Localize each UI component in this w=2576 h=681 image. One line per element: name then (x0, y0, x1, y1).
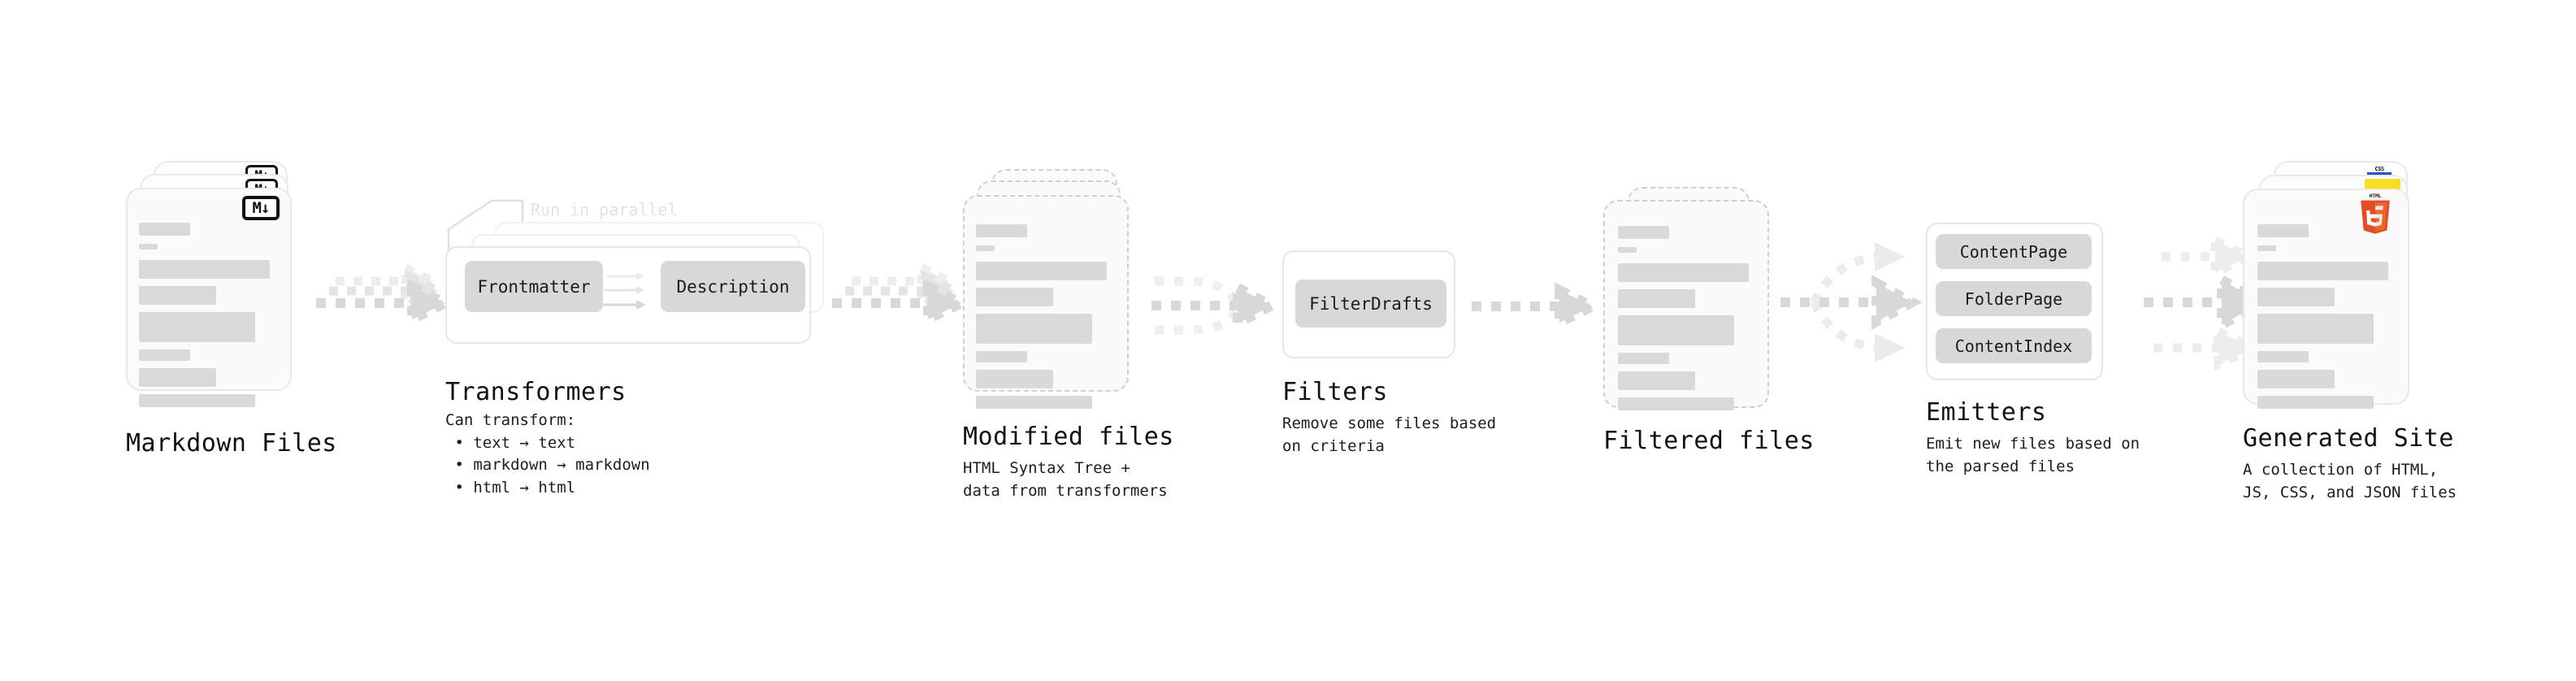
skeleton-bar (2257, 314, 2374, 344)
stage-filters: FilterDrafts (1282, 250, 1457, 364)
skeleton-bar (1618, 289, 1695, 308)
conn-modified-to-filters (1142, 244, 1284, 354)
skeleton-bar (139, 394, 255, 407)
skeleton-bar (976, 288, 1053, 306)
html5-icon-text: HTML (2370, 193, 2382, 199)
transformers-description: Can transform: • text → text • markdown … (445, 411, 650, 497)
skeleton-bar (2257, 262, 2388, 280)
skeleton-bar (976, 224, 1027, 237)
chip-filterdrafts[interactable]: FilterDrafts (1295, 280, 1446, 327)
markdown-icon: M↓ (242, 196, 280, 220)
skeleton-bar (2257, 370, 2335, 388)
chip-description[interactable]: Description (661, 261, 805, 312)
skeleton-bar (139, 286, 216, 305)
conn-filters-to-filtered (1467, 282, 1605, 335)
run-in-parallel-hint: Run in parallel (531, 200, 678, 219)
skeleton-bar (1618, 226, 1669, 239)
skeleton-bar (139, 368, 216, 387)
skeleton-bar (1618, 353, 1669, 364)
skeleton-bar (139, 244, 158, 249)
conn-transformers-to-modified (829, 261, 973, 340)
modified-files-description: HTML Syntax Tree + data from transformer… (963, 459, 1168, 500)
skeleton-bar (139, 312, 255, 342)
chip-contentindex[interactable]: ContentIndex (1936, 328, 2092, 363)
label-emitters: Emitters (1926, 398, 2047, 427)
skeleton-bar (2257, 288, 2335, 306)
skeleton-bar (139, 223, 190, 236)
label-modified-files: Modified files (963, 423, 1174, 451)
skeleton-bar (1618, 315, 1734, 345)
skeleton-bar (139, 349, 190, 361)
conn-md-to-transformers (311, 261, 457, 340)
label-filtered-files: Filtered files (1603, 427, 1815, 455)
stage-emitters: ContentPage FolderPage ContentIndex (1926, 223, 2113, 385)
skeleton-bar (139, 260, 270, 279)
html5-icon: HTML (2361, 193, 2390, 234)
skeleton-bar (976, 245, 995, 251)
stage-markdown-files: M↓ M↓ M↓ (126, 161, 301, 421)
skeleton-bar (1618, 247, 1637, 253)
skeleton-bar (976, 396, 1092, 409)
chip-frontmatter[interactable]: Frontmatter (465, 261, 603, 312)
stage-transformers: Frontmatter Description Frontmatter Desc… (445, 195, 827, 358)
skeleton-bar (976, 351, 1027, 362)
generated-site-description: A collection of HTML, JS, CSS, and JSON … (2243, 461, 2457, 501)
label-transformers: Transformers (445, 378, 627, 406)
label-generated-site: Generated Site (2243, 424, 2454, 453)
filters-description: Remove some files based on criteria (1282, 414, 1497, 455)
skeleton-bar (976, 314, 1092, 344)
emitters-description: Emit new files based on the parsed files (1926, 435, 2140, 475)
skeleton-bar (1618, 397, 1734, 410)
stage-modified-files (963, 169, 1138, 429)
conn-filtered-to-emitters (1776, 229, 1923, 375)
skeleton-bar (976, 262, 1107, 280)
skeleton-bar (2257, 245, 2276, 251)
css-icon: CSS (2367, 166, 2392, 176)
chip-folderpage[interactable]: FolderPage (1936, 281, 2092, 316)
label-filters: Filters (1282, 378, 1388, 406)
stage-generated-site: CSS HTML (2243, 161, 2430, 421)
skeleton-bar (1618, 263, 1749, 282)
skeleton-bar (2257, 224, 2309, 237)
label-markdown-files: Markdown Files (126, 429, 337, 458)
skeleton-bar (2257, 351, 2309, 362)
chip-contentpage[interactable]: ContentPage (1936, 234, 2092, 269)
skeleton-bar (1618, 371, 1695, 390)
skeleton-bar (2257, 396, 2374, 409)
stage-filtered-files (1603, 187, 1778, 447)
skeleton-bar (976, 370, 1053, 388)
